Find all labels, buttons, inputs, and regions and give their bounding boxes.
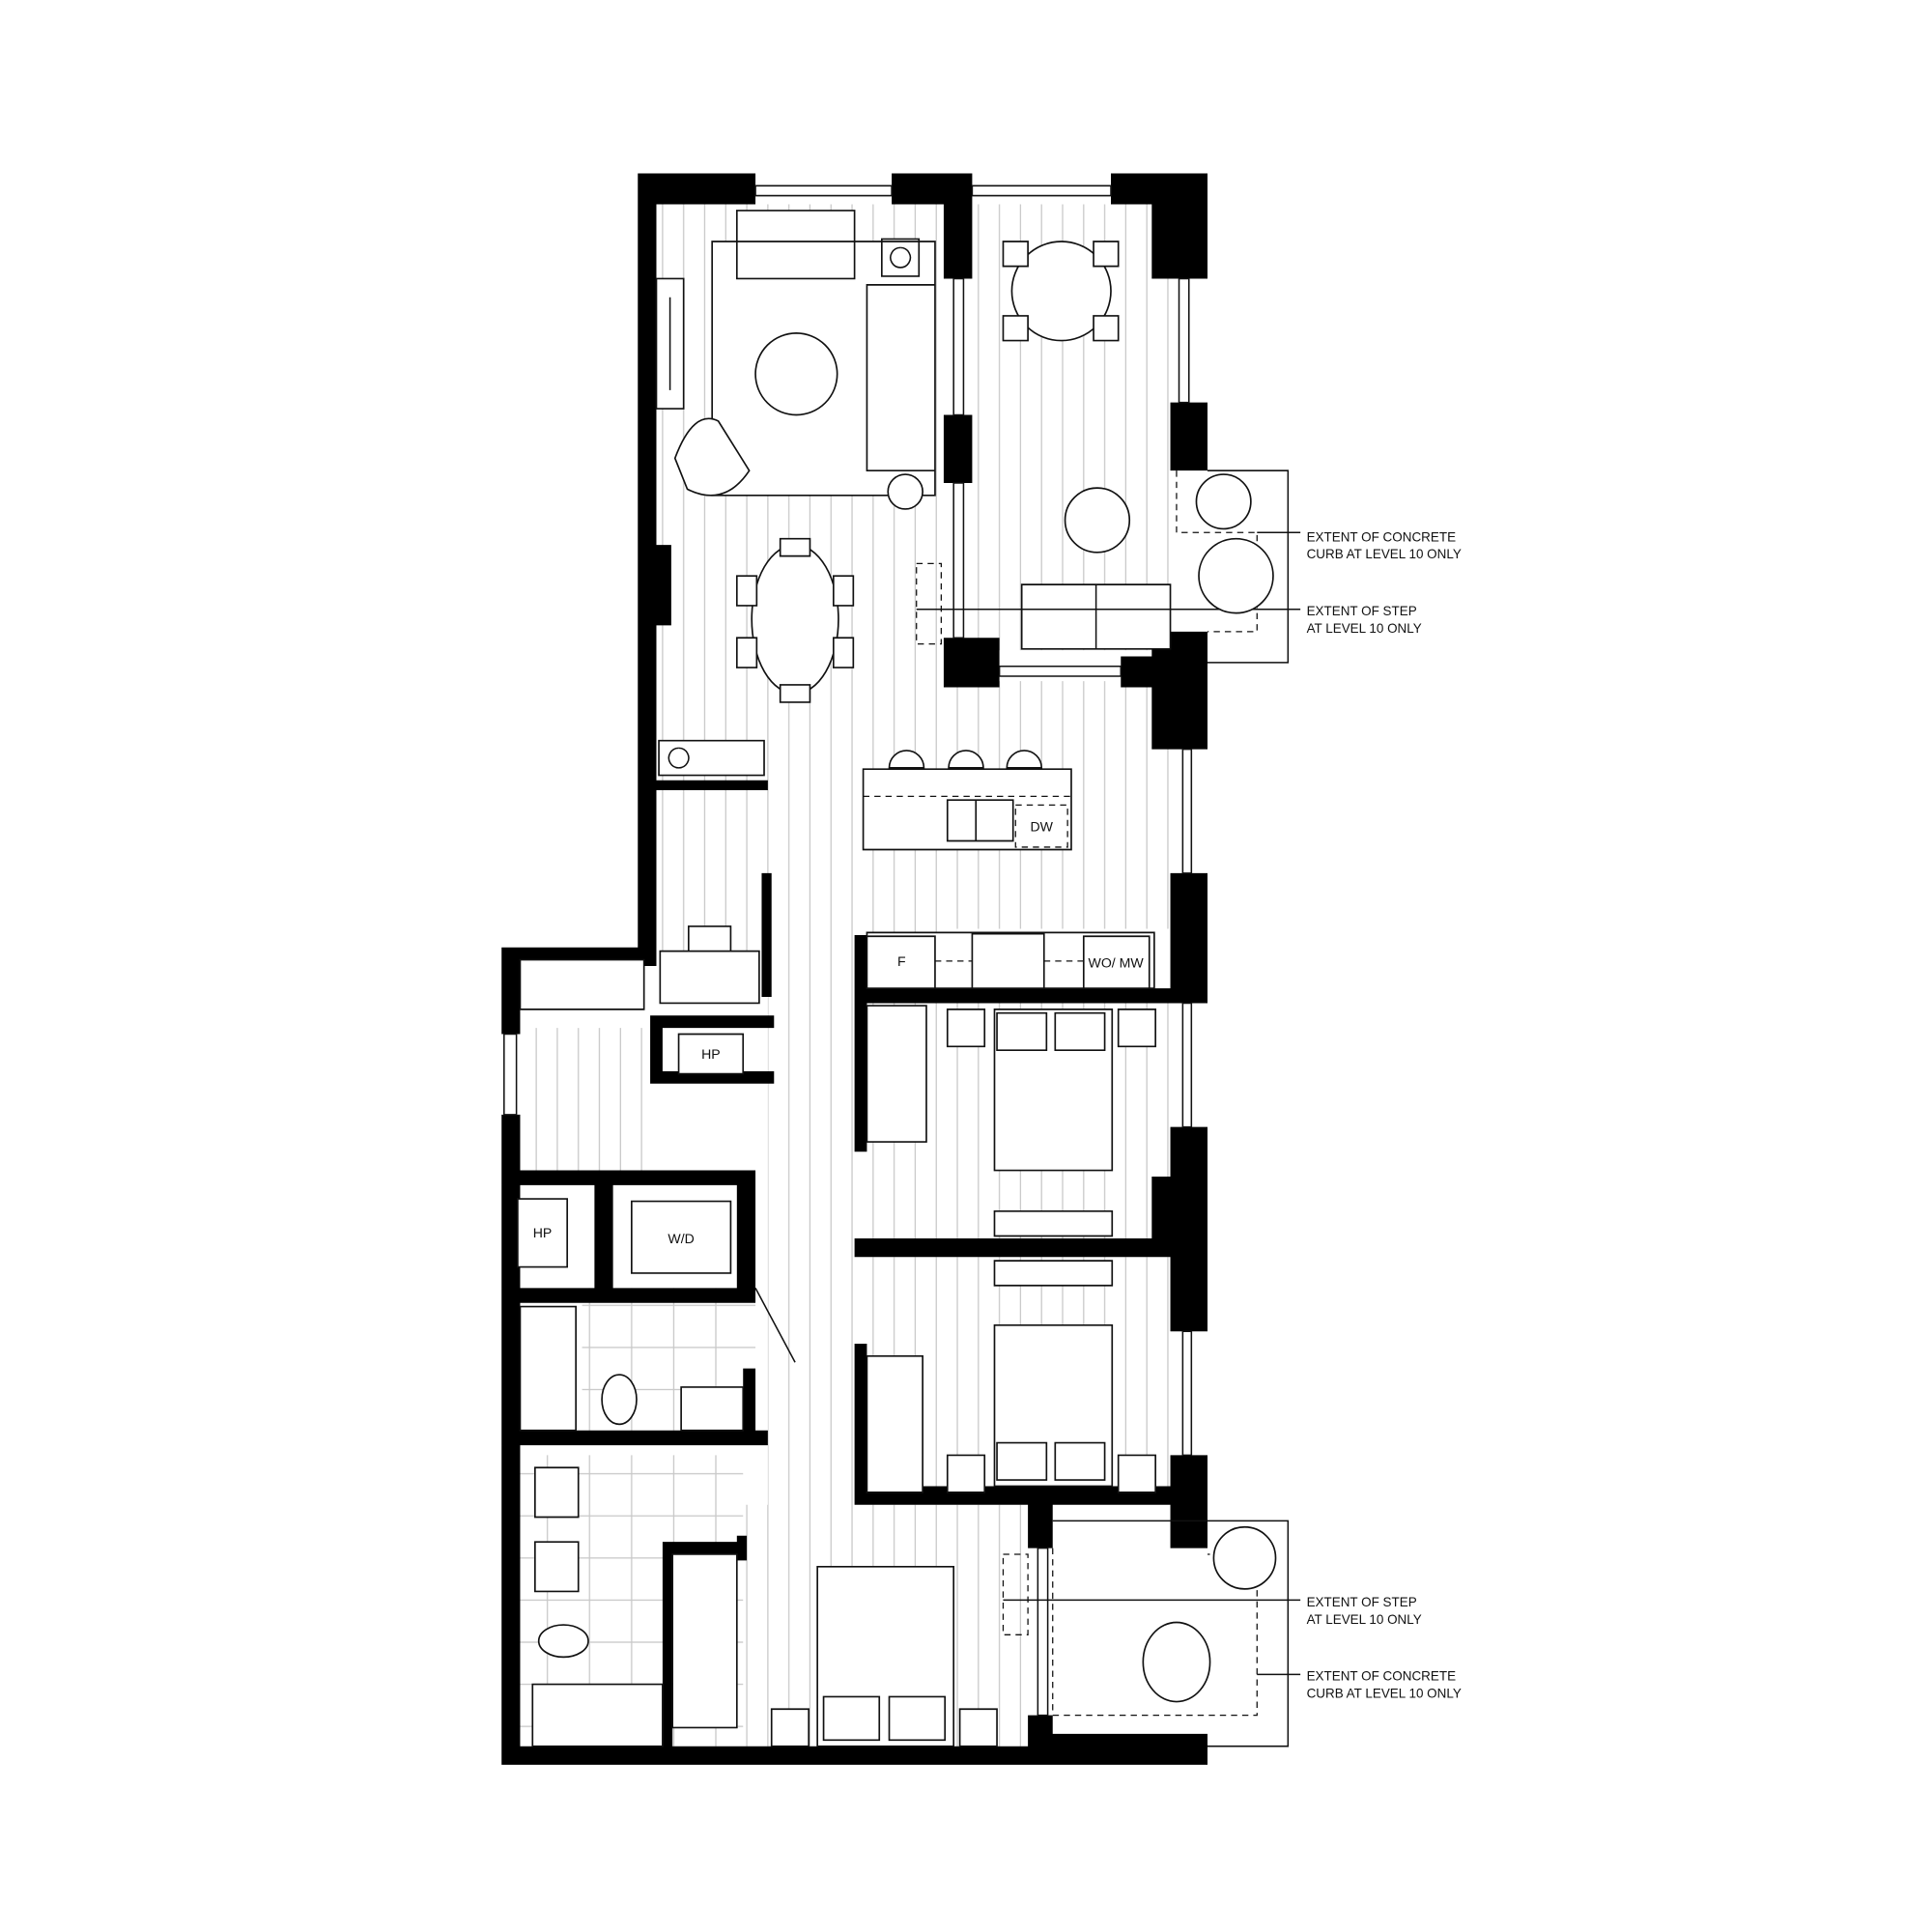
wall-oven-label: WO/ MW — [1089, 954, 1145, 970]
utility: HP HP W/D — [517, 925, 796, 1363]
note-upper-curb-1: EXTENT OF CONCRETE — [1307, 529, 1457, 544]
fridge-label: F — [897, 953, 906, 969]
note-lower-step-2: AT LEVEL 10 ONLY — [1307, 1612, 1422, 1627]
heat-pump-label-2: HP — [533, 1225, 553, 1240]
washer-dryer-label: W/D — [668, 1231, 694, 1246]
bedrooms — [770, 1005, 1156, 1747]
walls — [501, 173, 1208, 1765]
sunroom-furniture — [1002, 241, 1172, 650]
note-lower-curb-2: CURB AT LEVEL 10 ONLY — [1307, 1687, 1462, 1701]
note-upper-step-2: AT LEVEL 10 ONLY — [1307, 621, 1422, 636]
note-lower-curb-1: EXTENT OF CONCRETE — [1307, 1669, 1457, 1684]
heat-pump-label-1: HP — [701, 1046, 721, 1062]
note-upper-curb-2: CURB AT LEVEL 10 ONLY — [1307, 547, 1462, 561]
note-lower-step-1: EXTENT OF STEP — [1307, 1595, 1417, 1609]
bathrooms — [519, 1305, 745, 1747]
windows — [503, 185, 1193, 1717]
kitchen: DW F WO/ MW — [862, 750, 1155, 989]
note-upper-step-1: EXTENT OF STEP — [1307, 604, 1417, 618]
living-furniture — [655, 210, 936, 777]
lower-balcony — [1002, 1520, 1301, 1747]
dishwasher-label: DW — [1030, 818, 1053, 834]
upper-balcony — [916, 469, 1301, 664]
annotations: EXTENT OF CONCRETE CURB AT LEVEL 10 ONLY… — [1307, 529, 1462, 1700]
